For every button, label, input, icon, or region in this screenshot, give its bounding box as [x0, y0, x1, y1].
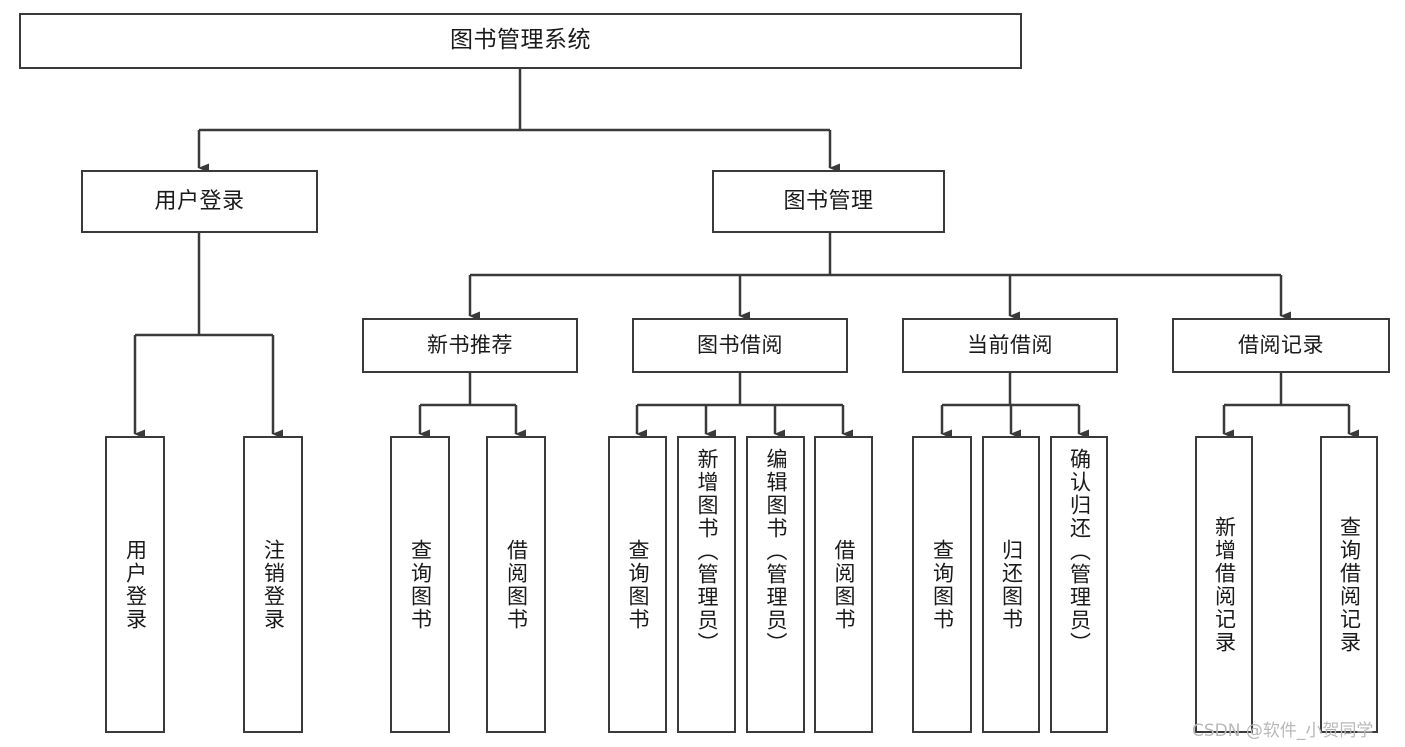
node-leaf-12[interactable]: 查询借阅记录 [1320, 436, 1378, 733]
node-leaf-6-label: 编辑图书（管理员） [764, 448, 788, 655]
node-leaf-11-label: 新增借阅记录 [1212, 515, 1237, 654]
node-level1-0-label: 用户登录 [154, 188, 245, 214]
node-level1-1-label: 图书管理 [783, 188, 874, 214]
node-level2-2[interactable]: 当前借阅 [902, 318, 1118, 373]
node-leaf-5-label: 新增图书（管理员） [695, 448, 719, 655]
node-leaf-7-label: 借阅图书 [832, 538, 856, 631]
node-level2-1[interactable]: 图书借阅 [632, 318, 848, 373]
node-level2-1-label: 图书借阅 [697, 333, 783, 358]
node-leaf-5[interactable]: 新增图书（管理员） [677, 436, 736, 733]
node-root-system[interactable]: 图书管理系统 [19, 13, 1022, 69]
node-level2-2-label: 当前借阅 [967, 333, 1053, 358]
node-leaf-3[interactable]: 借阅图书 [486, 436, 546, 733]
csdn-watermark: CSDN @软件_小贺同学 [1192, 721, 1374, 741]
node-leaf-12-label: 查询借阅记录 [1337, 515, 1362, 654]
node-leaf-4-label: 查询图书 [626, 538, 650, 631]
node-level1-0[interactable]: 用户登录 [81, 170, 318, 233]
node-leaf-8[interactable]: 查询图书 [912, 436, 972, 733]
node-leaf-10[interactable]: 确认归还（管理员） [1050, 436, 1108, 733]
node-leaf-6[interactable]: 编辑图书（管理员） [746, 436, 805, 733]
node-leaf-9[interactable]: 归还图书 [982, 436, 1040, 733]
node-leaf-2-label: 查询图书 [408, 538, 433, 631]
node-leaf-9-label: 归还图书 [999, 538, 1024, 631]
node-leaf-10-label: 确认归还（管理员） [1067, 448, 1092, 655]
node-leaf-7[interactable]: 借阅图书 [814, 436, 873, 733]
node-leaf-1-label: 注销登录 [261, 538, 286, 631]
node-root-system-label: 图书管理系统 [450, 27, 591, 54]
node-leaf-1[interactable]: 注销登录 [243, 436, 303, 733]
node-level2-3-label: 借阅记录 [1238, 333, 1324, 358]
node-leaf-8-label: 查询图书 [930, 538, 955, 631]
node-leaf-0-label: 用户登录 [123, 538, 148, 631]
node-leaf-2[interactable]: 查询图书 [390, 436, 450, 733]
node-leaf-3-label: 借阅图书 [504, 538, 529, 631]
node-level2-3[interactable]: 借阅记录 [1172, 318, 1390, 373]
node-level2-0[interactable]: 新书推荐 [362, 318, 578, 373]
node-leaf-11[interactable]: 新增借阅记录 [1195, 436, 1253, 733]
node-level2-0-label: 新书推荐 [427, 333, 513, 358]
node-leaf-4[interactable]: 查询图书 [608, 436, 667, 733]
node-leaf-0[interactable]: 用户登录 [105, 436, 165, 733]
node-level1-1[interactable]: 图书管理 [712, 170, 945, 233]
